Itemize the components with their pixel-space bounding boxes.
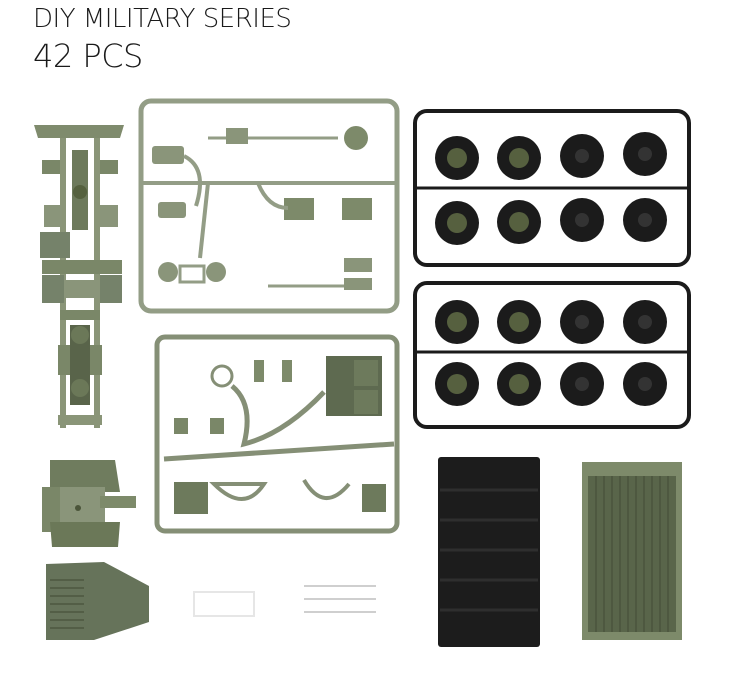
product-title: DIY MILITARY SERIES: [33, 4, 292, 34]
canvas-cover-image: [436, 455, 542, 649]
wheel-sprue-bottom-image: [412, 280, 692, 430]
sprue-cab-parts-image: [154, 334, 400, 534]
cab-interior-image: [40, 452, 140, 552]
metal-axles-image: [302, 582, 378, 616]
piece-count: 42 PCS: [33, 37, 143, 75]
sprue-engine-parts-image: [138, 98, 400, 314]
hood-image: [44, 560, 154, 642]
cargo-bed-image: [580, 460, 684, 642]
chassis-frame-image: [30, 120, 130, 435]
wheel-sprue-top-image: [412, 108, 692, 268]
clear-windshield-image: [192, 588, 262, 620]
